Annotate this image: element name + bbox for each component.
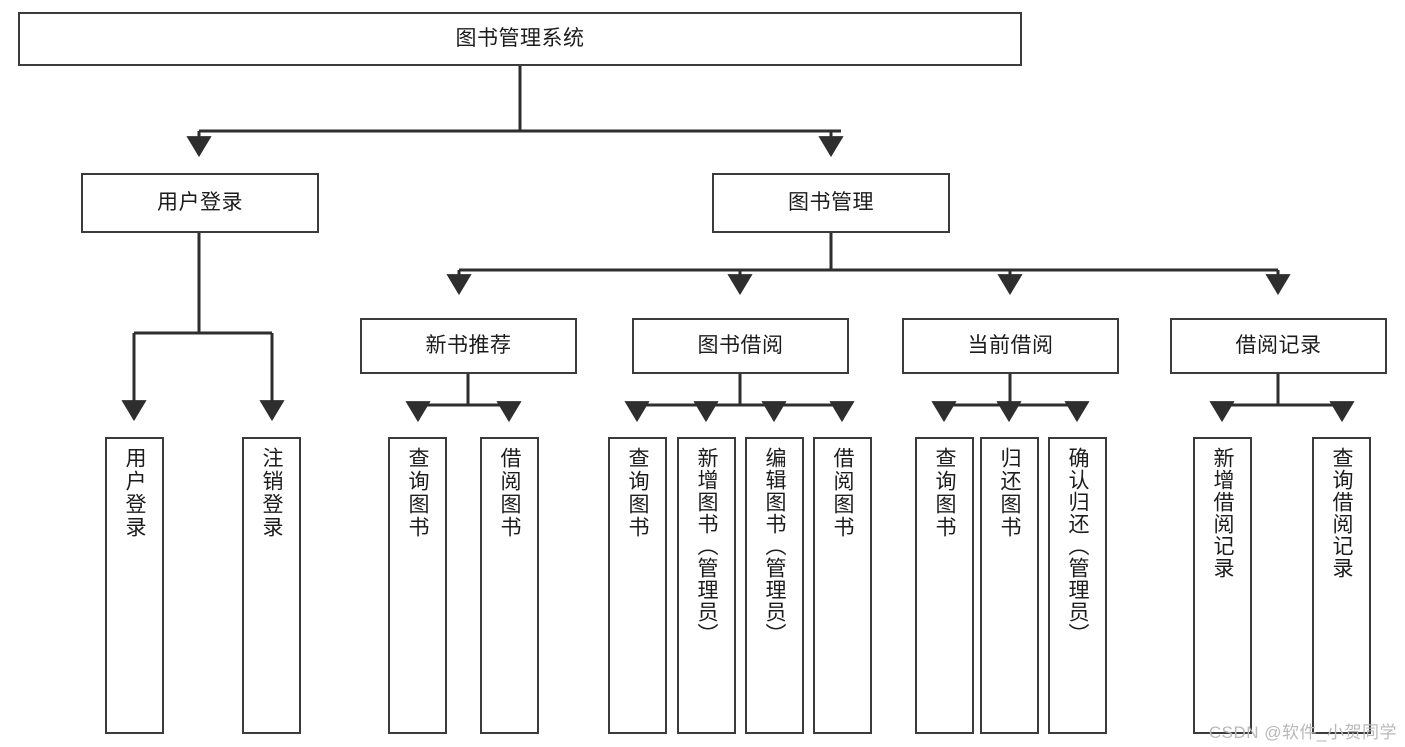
leaf-user-login-login[interactable]: 用户登录 [105, 437, 164, 734]
leaf-borrow-records-query-label: 查询借阅记录 [1330, 447, 1354, 579]
leaf-new-book-borrow-label: 借阅图书 [498, 447, 522, 539]
node-book-borrow-label: 图书借阅 [697, 333, 784, 357]
node-current-borrow[interactable]: 当前借阅 [902, 318, 1119, 374]
leaf-current-borrow-return-label: 归还图书 [998, 447, 1022, 539]
node-borrow-records-label: 借阅记录 [1235, 333, 1322, 357]
leaf-book-borrow-edit[interactable]: 编辑图书（管理员） [745, 437, 804, 734]
leaf-current-borrow-return[interactable]: 归还图书 [980, 437, 1039, 734]
node-root-system[interactable]: 图书管理系统 [18, 12, 1022, 66]
node-new-book-recommend[interactable]: 新书推荐 [360, 318, 577, 374]
leaf-book-borrow-borrow[interactable]: 借阅图书 [813, 437, 872, 734]
leaf-current-borrow-confirm-label: 确认归还（管理员） [1066, 447, 1090, 645]
leaf-book-borrow-add-label: 新增图书（管理员） [695, 447, 719, 645]
leaf-current-borrow-confirm[interactable]: 确认归还（管理员） [1048, 437, 1107, 734]
watermark-credit: CSDN @软件_小贺同学 [1208, 723, 1397, 742]
leaf-book-borrow-query-label: 查询图书 [626, 447, 650, 539]
leaf-book-borrow-add[interactable]: 新增图书（管理员） [677, 437, 736, 734]
leaf-book-borrow-borrow-label: 借阅图书 [831, 447, 855, 539]
leaf-borrow-records-add-label: 新增借阅记录 [1211, 447, 1235, 579]
leaf-user-login-logout-label: 注销登录 [260, 447, 284, 539]
leaf-user-login-login-label: 用户登录 [123, 447, 147, 539]
node-user-login-label: 用户登录 [157, 190, 243, 214]
leaf-current-borrow-query-label: 查询图书 [933, 447, 957, 539]
node-borrow-records[interactable]: 借阅记录 [1170, 318, 1387, 374]
node-book-manage[interactable]: 图书管理 [712, 173, 950, 233]
leaf-user-login-logout[interactable]: 注销登录 [242, 437, 301, 734]
node-user-login[interactable]: 用户登录 [81, 173, 319, 233]
leaf-borrow-records-query[interactable]: 查询借阅记录 [1312, 437, 1371, 734]
node-book-borrow[interactable]: 图书借阅 [632, 318, 849, 374]
leaf-new-book-query-label: 查询图书 [406, 447, 430, 539]
leaf-book-borrow-edit-label: 编辑图书（管理员） [763, 447, 787, 645]
node-root-system-label: 图书管理系统 [455, 26, 585, 50]
node-current-borrow-label: 当前借阅 [967, 333, 1054, 357]
node-new-book-recommend-label: 新书推荐 [425, 333, 512, 357]
leaf-book-borrow-query[interactable]: 查询图书 [608, 437, 667, 734]
leaf-new-book-query[interactable]: 查询图书 [388, 437, 447, 734]
leaf-new-book-borrow[interactable]: 借阅图书 [480, 437, 539, 734]
leaf-borrow-records-add[interactable]: 新增借阅记录 [1193, 437, 1252, 734]
node-book-manage-label: 图书管理 [788, 190, 874, 214]
leaf-current-borrow-query[interactable]: 查询图书 [915, 437, 974, 734]
